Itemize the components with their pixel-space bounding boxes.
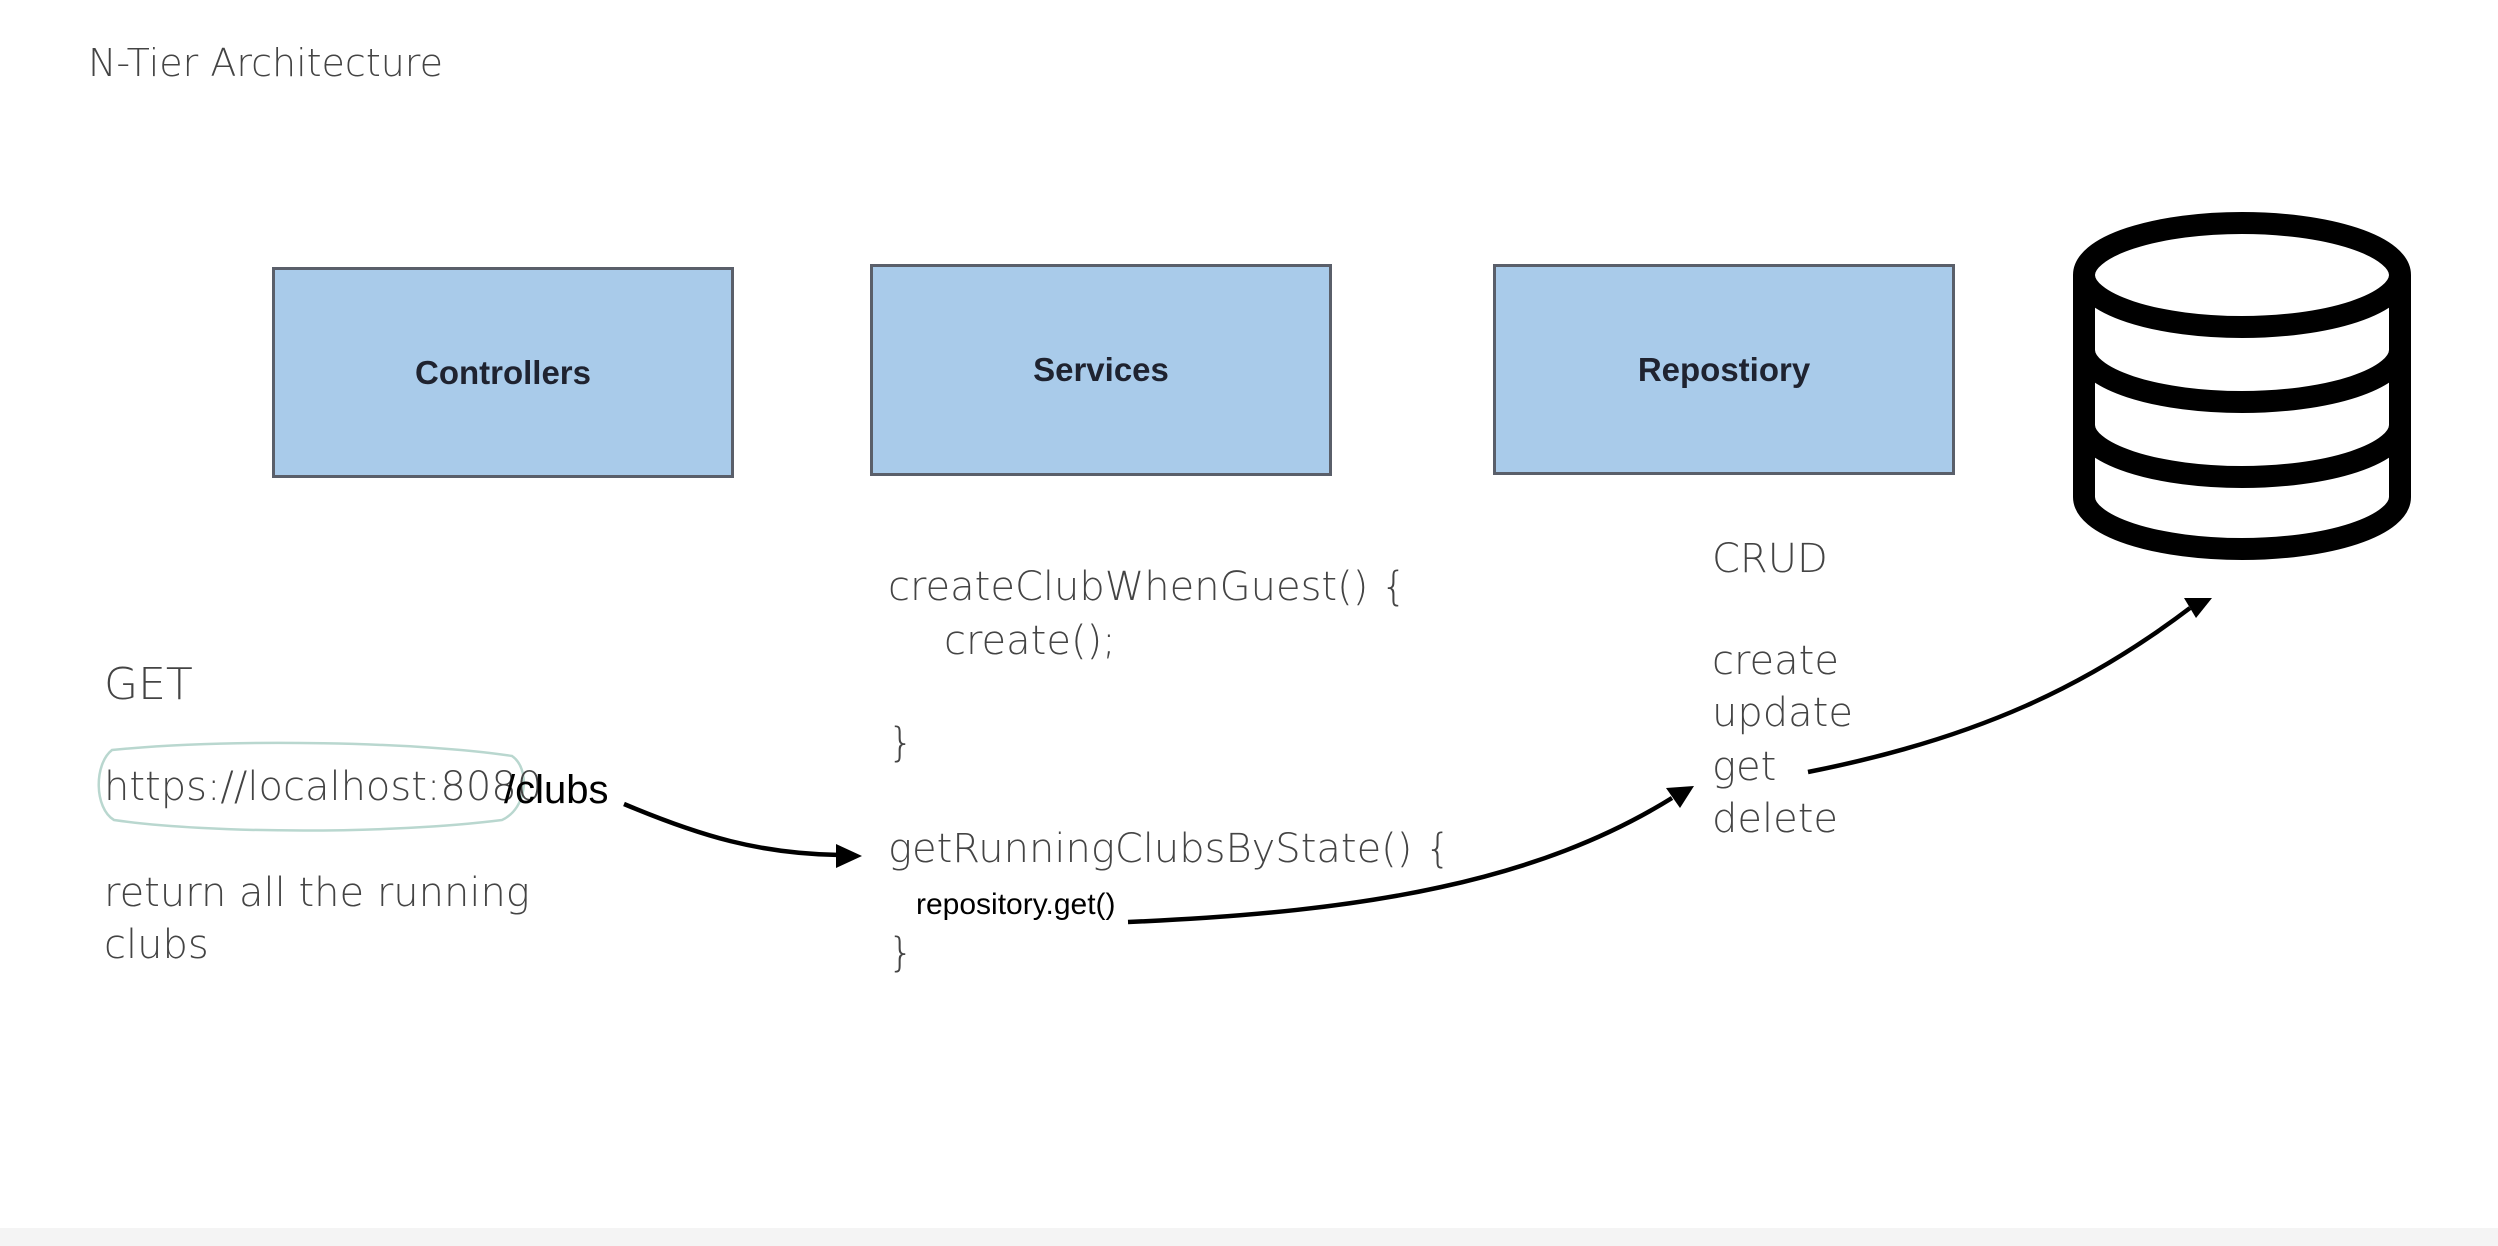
http-method: GET	[104, 659, 193, 710]
services-label: Services	[1033, 351, 1169, 388]
arrow-repository-to-database	[1807, 606, 2192, 775]
controller-description-line2: clubs	[104, 922, 209, 968]
arrowhead-controller-to-service	[836, 844, 862, 868]
service-method2-signature: getRunningClubsByState() {	[888, 826, 1451, 872]
service-method1-close: }	[888, 720, 914, 766]
controllers-label: Controllers	[414, 353, 592, 391]
controller-description-line1: return all the running	[104, 870, 530, 916]
crud-op-delete: delete	[1712, 796, 1839, 842]
service-method2-close: }	[888, 930, 914, 976]
url-highlight-loop	[97, 741, 525, 832]
crud-op-update: update	[1712, 690, 1853, 736]
database-icon	[2073, 212, 2411, 560]
controllers-box: Controllers	[272, 267, 734, 478]
repository-label: Repostiory	[1637, 350, 1811, 388]
service-method1-body: create();	[944, 618, 1116, 664]
crud-op-create: create	[1712, 638, 1839, 684]
arrowhead-service-to-repository	[1666, 786, 1694, 808]
repository-box: Repostiory	[1493, 264, 1955, 475]
arrow-controller-to-service	[623, 801, 841, 858]
services-box: Services	[870, 264, 1332, 476]
service-method2-body: repository.get()	[916, 888, 1116, 921]
crud-op-get: get	[1712, 744, 1777, 790]
url-host: https://localhost:8080	[104, 764, 543, 810]
url-path: /clubs	[504, 768, 609, 812]
service-method1-signature: createClubWhenGuest() {	[888, 564, 1407, 610]
diagram-title: N-Tier Architecture	[88, 41, 443, 85]
bottom-edge	[0, 1228, 2498, 1246]
arrow-service-to-repository	[1127, 796, 1674, 925]
crud-heading: CRUD	[1712, 536, 1828, 582]
arrowhead-repository-to-database	[2184, 598, 2212, 618]
